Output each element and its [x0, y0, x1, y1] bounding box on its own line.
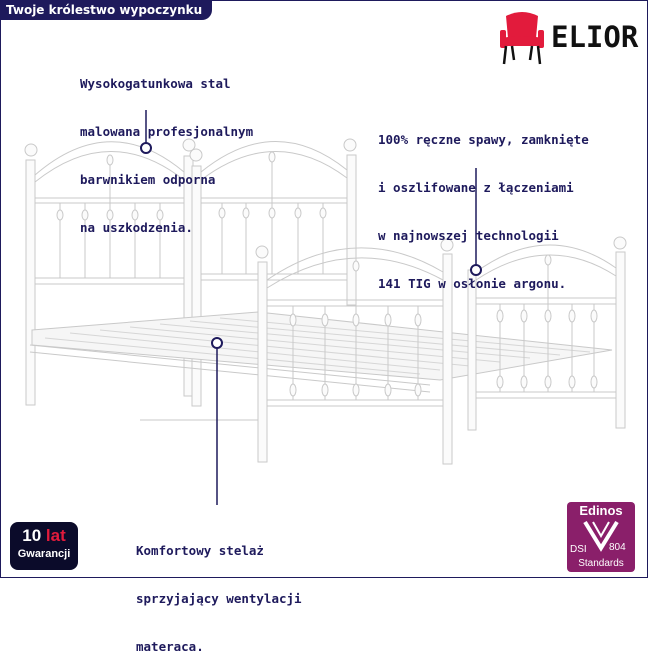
- bed-illustration: [24, 110, 627, 505]
- certificate-dsi: DSI: [570, 544, 587, 555]
- warranty-badge: 10 lat Gwarancji: [10, 522, 78, 570]
- callout-slats: Komfortowy stelaż sprzyjający wentylacji…: [136, 511, 302, 671]
- callout-line: 141 TIG w osłonie argonu.: [378, 276, 567, 291]
- callout-line: sprzyjający wentylacji: [136, 591, 302, 606]
- check-shield-icon: [583, 520, 619, 552]
- callout-line: 100% ręczne spawy, zamknięte: [378, 132, 589, 147]
- certificate-badge: Edinos DSI 804 Standards: [567, 502, 635, 572]
- certificate-number: 804: [609, 542, 626, 553]
- store-tagline: Twoje królestwo wypoczynku: [0, 0, 213, 20]
- warranty-years: 10 lat: [22, 526, 66, 545]
- welds-marker: [470, 264, 482, 276]
- page-frame: [0, 0, 648, 578]
- callout-line: w najnowszej technologii: [378, 228, 559, 243]
- callout-line: Komfortowy stelaż: [136, 543, 264, 558]
- certificate-standards: Standards: [578, 558, 624, 569]
- slats-marker: [211, 337, 223, 349]
- steel-marker: [140, 142, 152, 154]
- callout-line: materaca.: [136, 639, 204, 654]
- callout-line: malowana profesjonalnym: [80, 124, 254, 139]
- brand-logo[interactable]: ELIOR: [494, 8, 644, 72]
- brand-name: ELIOR: [551, 20, 639, 54]
- armchair-icon: [500, 12, 544, 65]
- callout-line: i oszlifowane z łączeniami: [378, 180, 574, 195]
- warranty-label: Gwarancji: [17, 548, 71, 560]
- callout-line: barwnikiem odporna: [80, 172, 216, 187]
- callout-steel: Wysokogatunkowa stal malowana profesjona…: [80, 44, 253, 252]
- callout-welds: 100% ręczne spawy, zamknięte i oszlifowa…: [378, 100, 589, 308]
- callout-line: na uszkodzenia.: [80, 220, 193, 235]
- callout-line: Wysokogatunkowa stal: [80, 76, 231, 91]
- certificate-title: Edinos: [579, 503, 623, 518]
